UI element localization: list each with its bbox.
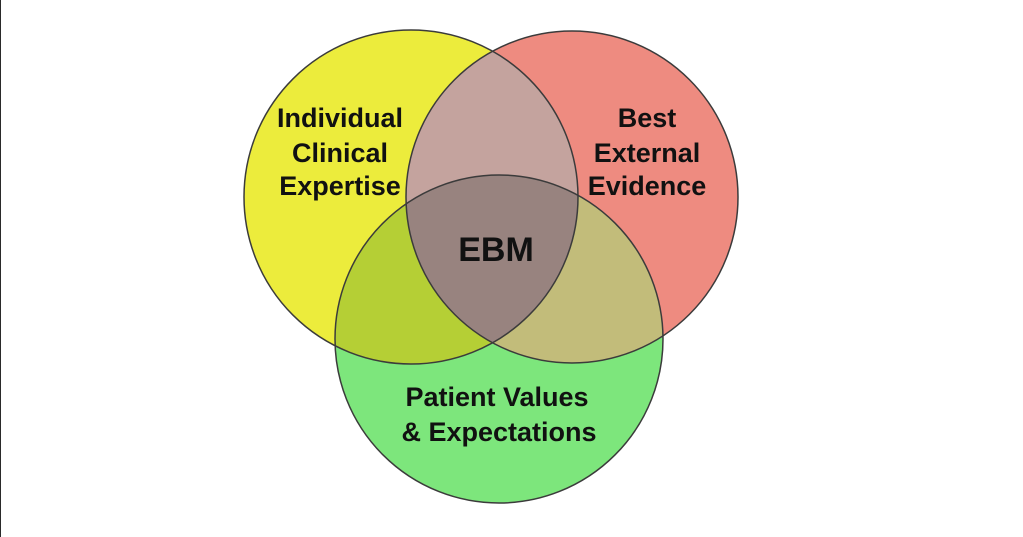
external-evidence-line: Evidence bbox=[588, 171, 707, 201]
patient-values-line: & Expectations bbox=[401, 417, 596, 447]
external-evidence-line: Best bbox=[618, 103, 677, 133]
external-evidence-label: Best External Evidence bbox=[588, 103, 707, 201]
patient-values-label: Patient Values & Expectations bbox=[401, 382, 596, 447]
clinical-expertise-outline bbox=[243, 29, 579, 365]
patient-values-outline bbox=[334, 174, 664, 504]
clinical-expertise-line: Expertise bbox=[279, 171, 401, 201]
clinical-expertise-line: Individual bbox=[277, 103, 403, 133]
patient-values-line: Patient Values bbox=[405, 382, 588, 412]
ebm-center-label: EBM bbox=[458, 231, 534, 269]
clinical-expertise-label: Individual Clinical Expertise bbox=[277, 103, 403, 201]
external-evidence-line: External bbox=[594, 138, 701, 168]
clinical-expertise-line: Clinical bbox=[292, 138, 388, 168]
external-evidence-outline bbox=[405, 30, 739, 364]
left-edge-rule bbox=[0, 0, 1, 537]
